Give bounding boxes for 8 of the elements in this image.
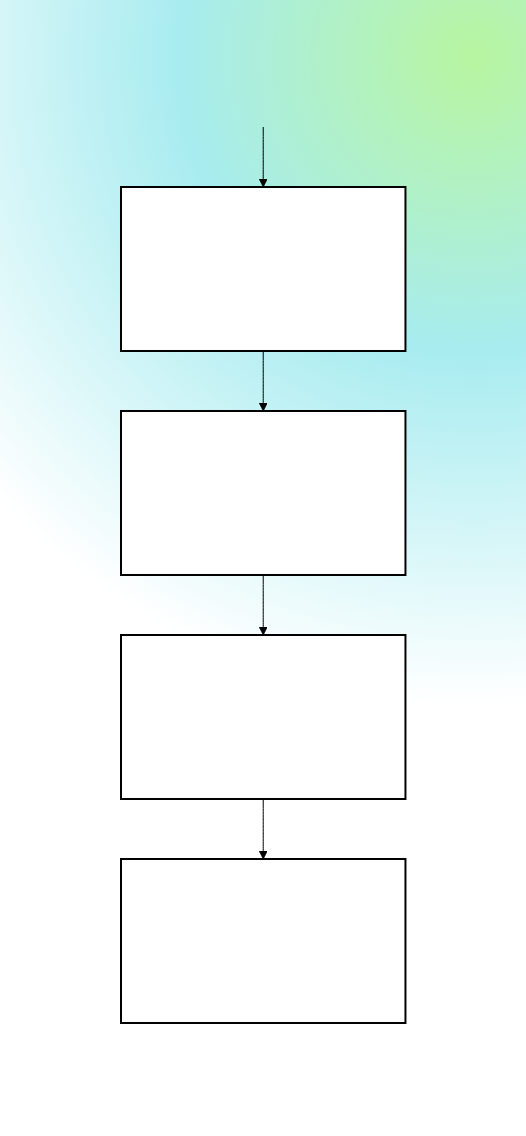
arrow: [258, 574, 268, 636]
arrow: [258, 126, 268, 188]
arrow: [258, 350, 268, 412]
arrow: [258, 798, 268, 860]
node-box: [119, 858, 407, 1024]
node-box: [119, 410, 407, 576]
node-box: [119, 634, 407, 800]
node-box: [119, 186, 407, 352]
